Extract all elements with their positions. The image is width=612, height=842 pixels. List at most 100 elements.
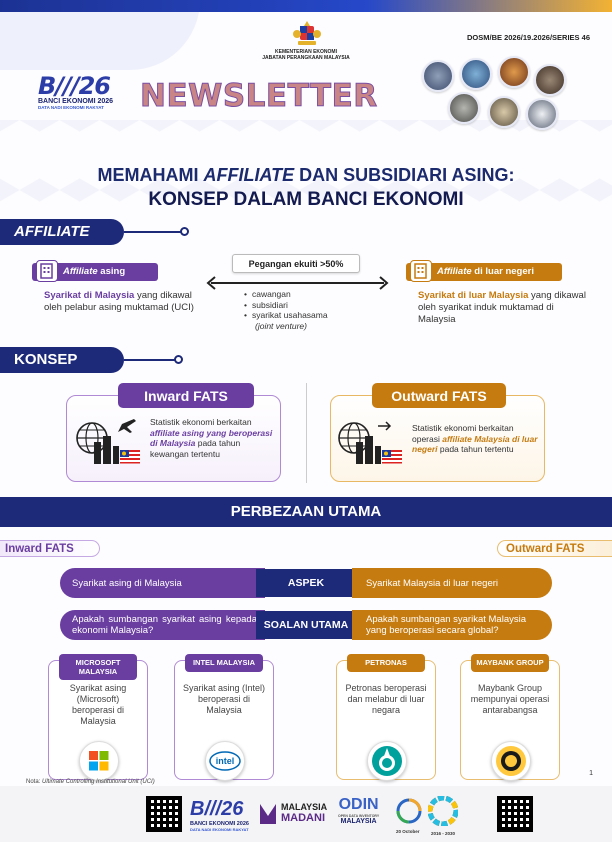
desc-bold: Syarikat di Malaysia (44, 290, 135, 301)
logo-line-1: BANCI EKONOMI 2026 (38, 98, 114, 105)
konsep-tab-label: KONSEP (14, 351, 78, 368)
wsd-date: 20 October (396, 829, 420, 834)
industry-photo-cluster (400, 42, 600, 142)
industry-photo (526, 98, 558, 130)
series-number: DOSM/BE 2026/19.2026/SERIES 46 (467, 33, 590, 42)
aspek-outward-pill: Syarikat Malaysia di luar negeri (352, 568, 552, 598)
fats-pre: Statistik ekonomi berkaitan operasi (412, 423, 514, 444)
industry-photo (422, 60, 454, 92)
qr-code-icon[interactable] (497, 796, 533, 832)
affiliate-asing-badge: Affiliate asing (32, 260, 158, 282)
newsletter-heading: NEWSLETTER (140, 78, 378, 115)
badge-rest: asing (97, 266, 126, 277)
intel-logo-icon: intel (205, 741, 245, 781)
example-text: Petronas beroperasi dan melabur di luar … (345, 683, 427, 715)
fats-post: pada tahun tertentu (437, 444, 514, 454)
odin-sub: OPEN DATA INVENTORY (338, 814, 380, 818)
footer: B///26 BANCI EKONOMI 2026 DATA NADI EKON… (0, 786, 612, 842)
ministry-label: KEMENTERIAN EKONOMI JABATAN PERANGKAAN M… (240, 49, 372, 61)
row-text: Syarikat Malaysia di luar negeri (366, 578, 499, 589)
microsoft-logo-icon (79, 741, 119, 781)
title-post: DAN SUBSIDIARI ASING: (294, 165, 515, 185)
odin-title: ODIN (338, 796, 379, 813)
example-title: PETRONAS (347, 654, 425, 672)
row-text: Apakah sumbangan syarikat asing kepada e… (72, 614, 257, 636)
desc-rest: yang dikawal oleh pelabur asing muktamad… (44, 290, 194, 313)
fats-bold: affiliate Malaysia di luar negeri (412, 433, 538, 455)
globe-city-icon (338, 421, 402, 464)
petronas-logo-icon (367, 741, 407, 781)
world-statistics-day-logo: 20 October (396, 798, 422, 834)
footnote: Nota: Ultimate Controlling Institutional… (26, 779, 155, 785)
page-number: 1 (589, 770, 593, 777)
tab-connector-line (124, 359, 176, 361)
badge-rest: di luar negeri (471, 266, 534, 277)
maybank-logo-icon (491, 741, 531, 781)
row-text: Syarikat asing di Malaysia (72, 578, 182, 589)
title-italic: AFFILIATE (203, 165, 295, 185)
logo-mark: B///26 (38, 72, 111, 100)
madani-line1: MALAYSIA (281, 802, 328, 812)
aspek-label: ASPEK (256, 569, 356, 597)
odin-logo: ODIN OPEN DATA INVENTORY MALAYSIA (338, 796, 379, 825)
example-text: Syarikat asing (Microsoft) beroperasi di… (69, 683, 127, 726)
affiliate-asing-description: Syarikat di Malaysia yang dikawal oleh p… (44, 290, 194, 314)
sdg-wheel-icon (427, 795, 459, 827)
tab-connector-dot (180, 227, 189, 236)
example-card-petronas: PETRONAS Petronas beroperasi dan melabur… (336, 654, 436, 781)
row-text: Apakah sumbangan syarikat Malaysia yang … (366, 614, 527, 636)
example-title: INTEL MALAYSIA (185, 654, 263, 672)
madani-line2: MADANI (281, 812, 325, 824)
badge-italic: Affiliate (63, 266, 98, 277)
industry-photo (534, 64, 566, 96)
example-text: Maybank Group mempunyai operasi antaraba… (470, 683, 550, 715)
banci-ekonomi-logo: B///26 BANCI EKONOMI 2026 DATA NADI EKON… (38, 72, 128, 116)
note-italic: Ultimate Controlling Institutional Unit … (42, 779, 155, 785)
footer-logo-line2: DATA NADI EKONOMI RAKYAT (190, 827, 249, 832)
industry-photo (498, 56, 530, 88)
logo-line-2: DATA NADI EKONOMI RAKYAT (38, 105, 104, 110)
industry-photo (488, 96, 520, 128)
title-pre: MEMAHAMI (97, 165, 204, 185)
example-title: MAYBANK GROUP (471, 654, 549, 672)
example-title: MICROSOFT MALAYSIA (59, 654, 137, 680)
sdg-logo: 2016 - 2030 (427, 795, 459, 836)
fats-pre: Statistik ekonomi berkaitan (150, 417, 252, 427)
building-icon (410, 260, 432, 282)
malaysia-madani-logo: MALAYSIA MADANI (258, 802, 327, 824)
note-pre: Nota: (26, 779, 43, 785)
outward-fats-text: Statistik ekonomi berkaitan operasi affi… (412, 423, 540, 455)
affiliate-luar-negeri-badge: Affiliate di luar negeri (406, 260, 562, 282)
desc-rest: yang dikawal oleh syarikat induk muktama… (418, 290, 586, 325)
konsep-divider (306, 383, 307, 483)
inward-fats-text: Statistik ekonomi berkaitan affiliate as… (150, 417, 278, 459)
qr-code-icon[interactable] (146, 796, 182, 832)
sdg-years: 2016 - 2030 (430, 831, 456, 836)
title-line-1: MEMAHAMI AFFILIATE DAN SUBSIDIARI ASING: (0, 165, 612, 186)
badge-italic: Affiliate (437, 266, 472, 277)
top-color-band (0, 0, 612, 12)
fats-post: pada tahun kewangan tertentu (150, 438, 241, 459)
list-item-extra: (joint venture) (244, 321, 328, 332)
malaysia-crest-icon (293, 21, 321, 45)
odin-country: MALAYSIA (340, 818, 377, 825)
title-line-2: KONSEP DALAM BANCI EKONOMI (148, 189, 464, 210)
footer-logo-mark: B///26 (190, 798, 244, 820)
desc-bold: Syarikat di luar Malaysia (418, 290, 529, 301)
affiliate-type-list: cawangan subsidiari syarikat usahasama (… (244, 289, 328, 331)
example-card-intel: INTEL MALAYSIA Syarikat asing (Intel) be… (174, 654, 274, 781)
fats-bold: affiliate asing yang beroperasi di Malay… (150, 427, 273, 449)
building-icon (36, 260, 58, 282)
tab-connector-dot (174, 355, 183, 364)
inward-fats-label: Inward FATS (118, 383, 254, 408)
footer-logo-line1: BANCI EKONOMI 2026 (190, 821, 249, 827)
affiliate-section-tab: AFFILIATE (0, 219, 124, 245)
ministry-line-2: JABATAN PERANGKAAN MALAYSIA (262, 55, 350, 61)
outward-fats-label: Outward FATS (372, 383, 506, 408)
footer-banci-logo: B///26 BANCI EKONOMI 2026 DATA NADI EKON… (190, 798, 249, 832)
joint-venture-text: (joint venture) (255, 320, 307, 331)
equity-label: Pegangan ekuiti >50% (232, 254, 360, 273)
perbezaan-banner: PERBEZAAN UTAMA (0, 497, 612, 527)
soalan-outward-pill: Apakah sumbangan syarikat Malaysia yang … (352, 610, 552, 640)
